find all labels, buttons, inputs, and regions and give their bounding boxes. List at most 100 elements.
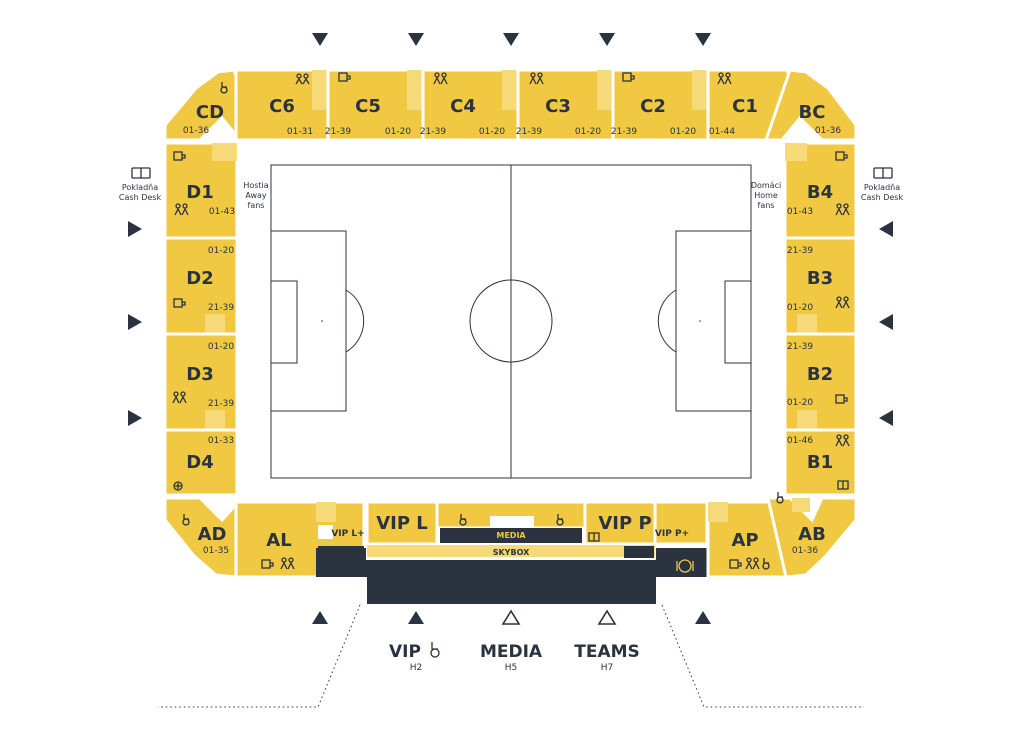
entrance-arrow-icon[interactable] (312, 611, 328, 624)
toilets-icon (433, 72, 448, 85)
refreshment-icon (173, 298, 186, 308)
section-vipl-label: VIP L (376, 513, 428, 534)
entrance-arrow-icon[interactable] (408, 33, 424, 46)
section-ab-label: AB (798, 524, 826, 545)
section-vipp-label: VIP P (598, 513, 651, 534)
cash-desk-label: Pokladňa (122, 182, 158, 192)
section-b1-rows: 01-46 (787, 436, 813, 446)
section-c4-rows-lower: 01-20 (479, 127, 505, 137)
stairs (312, 70, 328, 110)
entrance-arrow-icon[interactable] (695, 33, 711, 46)
section-b1[interactable] (783, 428, 858, 497)
wheelchair-icon (762, 558, 770, 570)
entrance-media-label: MEDIA (480, 642, 543, 662)
section-cd-label: CD (196, 102, 224, 123)
home-fans-label: fans (758, 201, 775, 210)
section-b2-rows-lower: 01-20 (787, 398, 813, 408)
section-d4[interactable] (163, 428, 239, 497)
pitch (270, 164, 752, 479)
section-d2-rows-lower: 01-20 (208, 246, 234, 256)
section-ad-label: AD (198, 524, 227, 545)
right-stand: B4 01-43 21-39 B3 01-20 21-39 B2 01-20 0… (751, 141, 903, 497)
home-fans-label: Domáci (751, 181, 781, 190)
section-d1-rows: 01-43 (209, 207, 235, 217)
section-al[interactable] (234, 500, 366, 579)
section-media[interactable] (440, 528, 582, 543)
ticket-icon (873, 167, 893, 179)
entrance-arrow-icon[interactable] (408, 611, 424, 624)
entrance-media-gate: H5 (505, 663, 518, 673)
bottom-stand: AD 01-35 AL VIP L+ VIP L MEDIA VIP P SKY… (163, 492, 858, 604)
entrance-arrow-icon[interactable] (312, 33, 328, 46)
wheelchair-icon (430, 642, 440, 658)
section-bc[interactable] (763, 68, 858, 142)
toilets-icon (172, 391, 187, 404)
section-c2-rows-upper: 21-39 (611, 127, 637, 137)
cash-desk-label: Cash Desk (119, 193, 162, 202)
stairs (407, 70, 423, 110)
main-building (316, 548, 708, 604)
restaurant-icon (676, 559, 694, 573)
section-skybox[interactable] (367, 545, 655, 557)
section-b1-label: B1 (807, 452, 833, 473)
section-ap-label: AP (731, 530, 758, 551)
stairs (792, 498, 810, 512)
section-c3-label: C3 (545, 96, 571, 117)
stairs (692, 70, 708, 110)
toilets-icon (835, 434, 850, 447)
entrance-teams-label: TEAMS (574, 642, 640, 662)
entrance-arrow-icon[interactable] (128, 410, 142, 426)
bottom-entrances: VIP H2 MEDIA H5 TEAMS H7 (158, 604, 864, 708)
away-fans-label: Away (245, 191, 267, 200)
wheelchair-icon (220, 82, 228, 94)
stairs (597, 70, 613, 110)
stairs (212, 143, 237, 161)
section-c4-rows-upper: 21-39 (420, 127, 446, 137)
section-vipp[interactable] (583, 500, 657, 546)
left-stand: D1 01-43 01-20 D2 21-39 01-20 D3 21-39 0… (119, 141, 269, 497)
home-fans-label: Home (754, 191, 778, 200)
section-c6-rows: 01-31 (287, 127, 313, 137)
section-d2-label: D2 (186, 268, 213, 289)
section-bc-label: BC (799, 102, 826, 123)
entrance-outline-arrow-icon[interactable] (501, 609, 521, 625)
stairs (785, 143, 807, 161)
section-vipl[interactable] (365, 500, 439, 546)
top-entrance-arrows (312, 33, 711, 46)
section-b4-rows: 01-43 (787, 207, 813, 217)
perimeter-line (158, 604, 361, 708)
section-d2-rows-upper: 21-39 (208, 303, 234, 313)
wheelchair-icon (776, 492, 784, 504)
wheelchair-icon (556, 514, 564, 526)
section-c5-rows-lower: 01-20 (385, 127, 411, 137)
entrance-arrow-icon[interactable] (879, 221, 893, 237)
section-vipl-plus-label: VIP L+ (331, 529, 364, 539)
entrance-arrow-icon[interactable] (128, 314, 142, 330)
refreshment-icon (261, 559, 274, 569)
refreshment-icon (173, 151, 186, 161)
section-vipp-plus[interactable] (653, 500, 709, 546)
entrance-arrow-icon[interactable] (128, 221, 142, 237)
section-vipp-plus-label: VIP P+ (655, 529, 689, 539)
refreshment-icon (835, 394, 848, 404)
section-media-label: MEDIA (496, 531, 526, 540)
section-d3-rows-lower: 01-20 (208, 342, 234, 352)
section-ab-rows: 01-36 (792, 546, 818, 556)
first-aid-icon (837, 480, 849, 490)
toilets-icon (745, 557, 760, 570)
media-box (490, 516, 534, 530)
section-b3[interactable] (783, 236, 858, 336)
entrance-arrow-icon[interactable] (503, 33, 519, 46)
entrance-arrow-icon[interactable] (879, 314, 893, 330)
entrance-arrow-icon[interactable] (599, 33, 615, 46)
toilets-icon (835, 296, 850, 309)
stairs (205, 314, 225, 334)
stairs (502, 70, 518, 110)
section-c1-label: C1 (732, 96, 758, 117)
entrance-outline-arrow-icon[interactable] (597, 609, 617, 625)
entrance-arrow-icon[interactable] (695, 611, 711, 624)
entrance-vip-label: VIP (389, 642, 421, 662)
entrance-arrow-icon[interactable] (879, 410, 893, 426)
